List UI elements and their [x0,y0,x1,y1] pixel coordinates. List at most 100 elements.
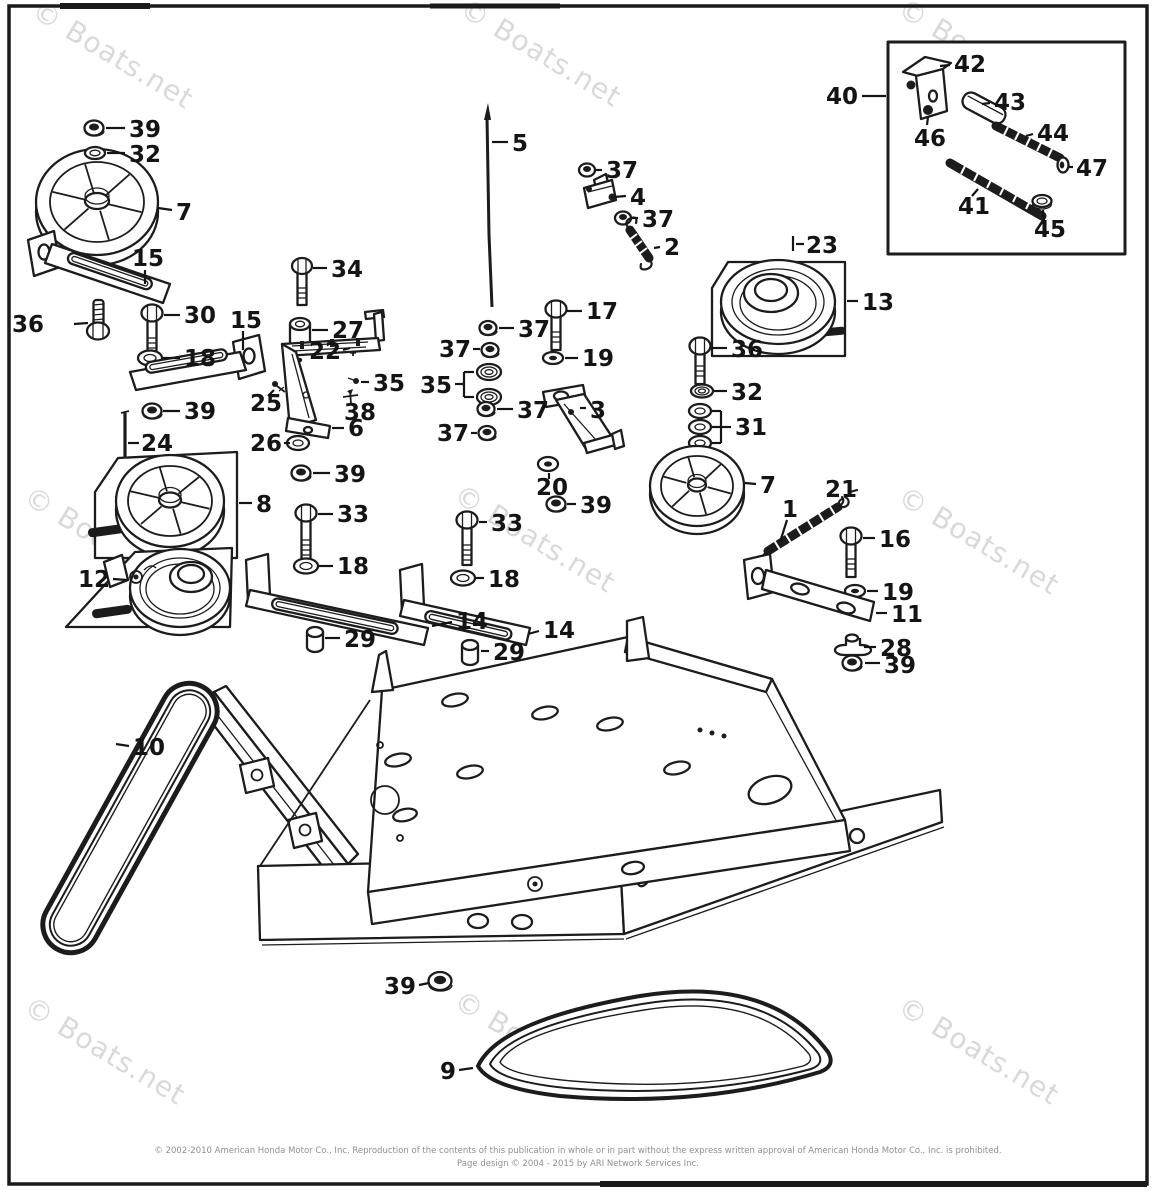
callout-46: 46 [914,126,946,152]
callout-42: 42 [954,52,986,78]
part-hook-21 [837,488,859,509]
part-bolt-36-left [85,298,111,341]
part-spring-1 [761,495,845,564]
part-rod-5 [484,103,494,308]
part-spring-41 [945,158,1047,221]
part-bushing-29-b [460,638,480,667]
part-bracket-14-b [398,562,532,647]
callout-5: 5 [512,131,528,157]
part-nut-39-d [545,495,567,513]
callout-39: 39 [129,117,161,143]
callout-44: 44 [1037,121,1069,147]
part-inset-box-40 [886,40,1127,256]
callout-14: 14 [543,618,575,644]
callout-36: 36 [12,312,44,338]
part-pulley-7-right [648,444,746,536]
callout-39: 39 [580,493,612,519]
callout-26: 26 [250,431,282,457]
callout-37: 37 [517,398,549,424]
callout-36: 36 [731,337,763,363]
callout-6: 6 [348,416,364,442]
callout-39: 39 [884,653,916,679]
callout-10: 10 [133,735,165,761]
callout-27: 27 [332,318,364,344]
callout-47: 47 [1076,156,1108,182]
callout-9: 9 [440,1059,456,1085]
callout-1: 1 [782,497,798,523]
callout-40: 40 [826,84,858,110]
callout-45: 45 [1034,217,1066,243]
callout-34: 34 [331,257,363,283]
part-bolt-33-b [455,510,479,567]
watermark-text: © Boats.net [892,480,1065,602]
part-pulley-7-left [34,147,160,267]
part-pulley-8-plate [88,450,239,560]
callout-25: 25 [250,391,282,417]
part-bolt-17 [544,299,568,352]
part-ball-46 [923,105,933,115]
callout-29: 29 [344,627,376,653]
callout-23: 23 [806,233,838,259]
part-bushing-29-a [305,625,325,654]
part-spring-2 [625,216,654,271]
part-deck-assembly [194,615,945,946]
callout-41: 41 [958,194,990,220]
part-washer-18-b [292,557,320,575]
part-nut-39-a [83,119,105,137]
part-pulley-12-plate [64,546,234,637]
callout-33: 33 [337,502,369,528]
callout-12: 12 [78,567,110,593]
callout-16: 16 [879,527,911,553]
part-nut-39-e [841,654,863,672]
part-clip-47 [1056,156,1070,174]
part-bracket-4 [582,172,618,210]
parts-layer [26,40,1127,1101]
part-bracket-11 [742,552,876,623]
callout-39: 39 [184,399,216,425]
callout-14: 14 [456,609,488,635]
callout-22: 22 [309,339,341,365]
callout-15: 15 [132,246,164,272]
callout-18: 18 [184,346,216,372]
page-border [7,3,1149,1187]
callout-3: 3 [590,398,606,424]
callout-39: 39 [334,462,366,488]
part-bracket-6 [280,308,386,440]
part-bracket-15-upper [26,229,172,305]
callout-20: 20 [536,475,568,501]
part-washer-26 [285,434,311,452]
part-washer-19-a [541,350,565,366]
part-belt-9 [475,989,833,1101]
callout-13: 13 [862,290,894,316]
part-pulley-13-plate [710,258,847,358]
callout-19: 19 [582,346,614,372]
callout-37: 37 [518,317,550,343]
callout-37: 37 [642,207,674,233]
callout-33: 33 [491,511,523,537]
part-bolt-16 [839,526,863,579]
callout-7: 7 [760,473,776,499]
part-pin-43 [961,91,1007,125]
part-washers-31 [687,402,713,452]
callout-15: 15 [230,308,262,334]
part-nut-37-c [478,319,498,337]
callout-32: 32 [731,380,763,406]
callout-37: 37 [437,421,469,447]
part-bracket-14-a [244,552,430,647]
watermark-text: © Boats.net [18,990,191,1112]
part-screw-38 [342,389,359,405]
callout-31: 31 [735,415,767,441]
part-nut-37-d [480,341,500,359]
watermark-text: © Boats.net [454,0,627,114]
leader-lines [73,63,1073,1072]
part-pin-35-small [347,377,359,384]
part-washer-32-a [83,145,107,161]
part-washer-32-b [689,383,715,399]
part-bracket-15-lower [128,333,267,392]
callout-18: 18 [488,567,520,593]
callout-8: 8 [256,492,272,518]
part-bracket-42 [901,55,953,121]
callout-35: 35 [373,371,405,397]
